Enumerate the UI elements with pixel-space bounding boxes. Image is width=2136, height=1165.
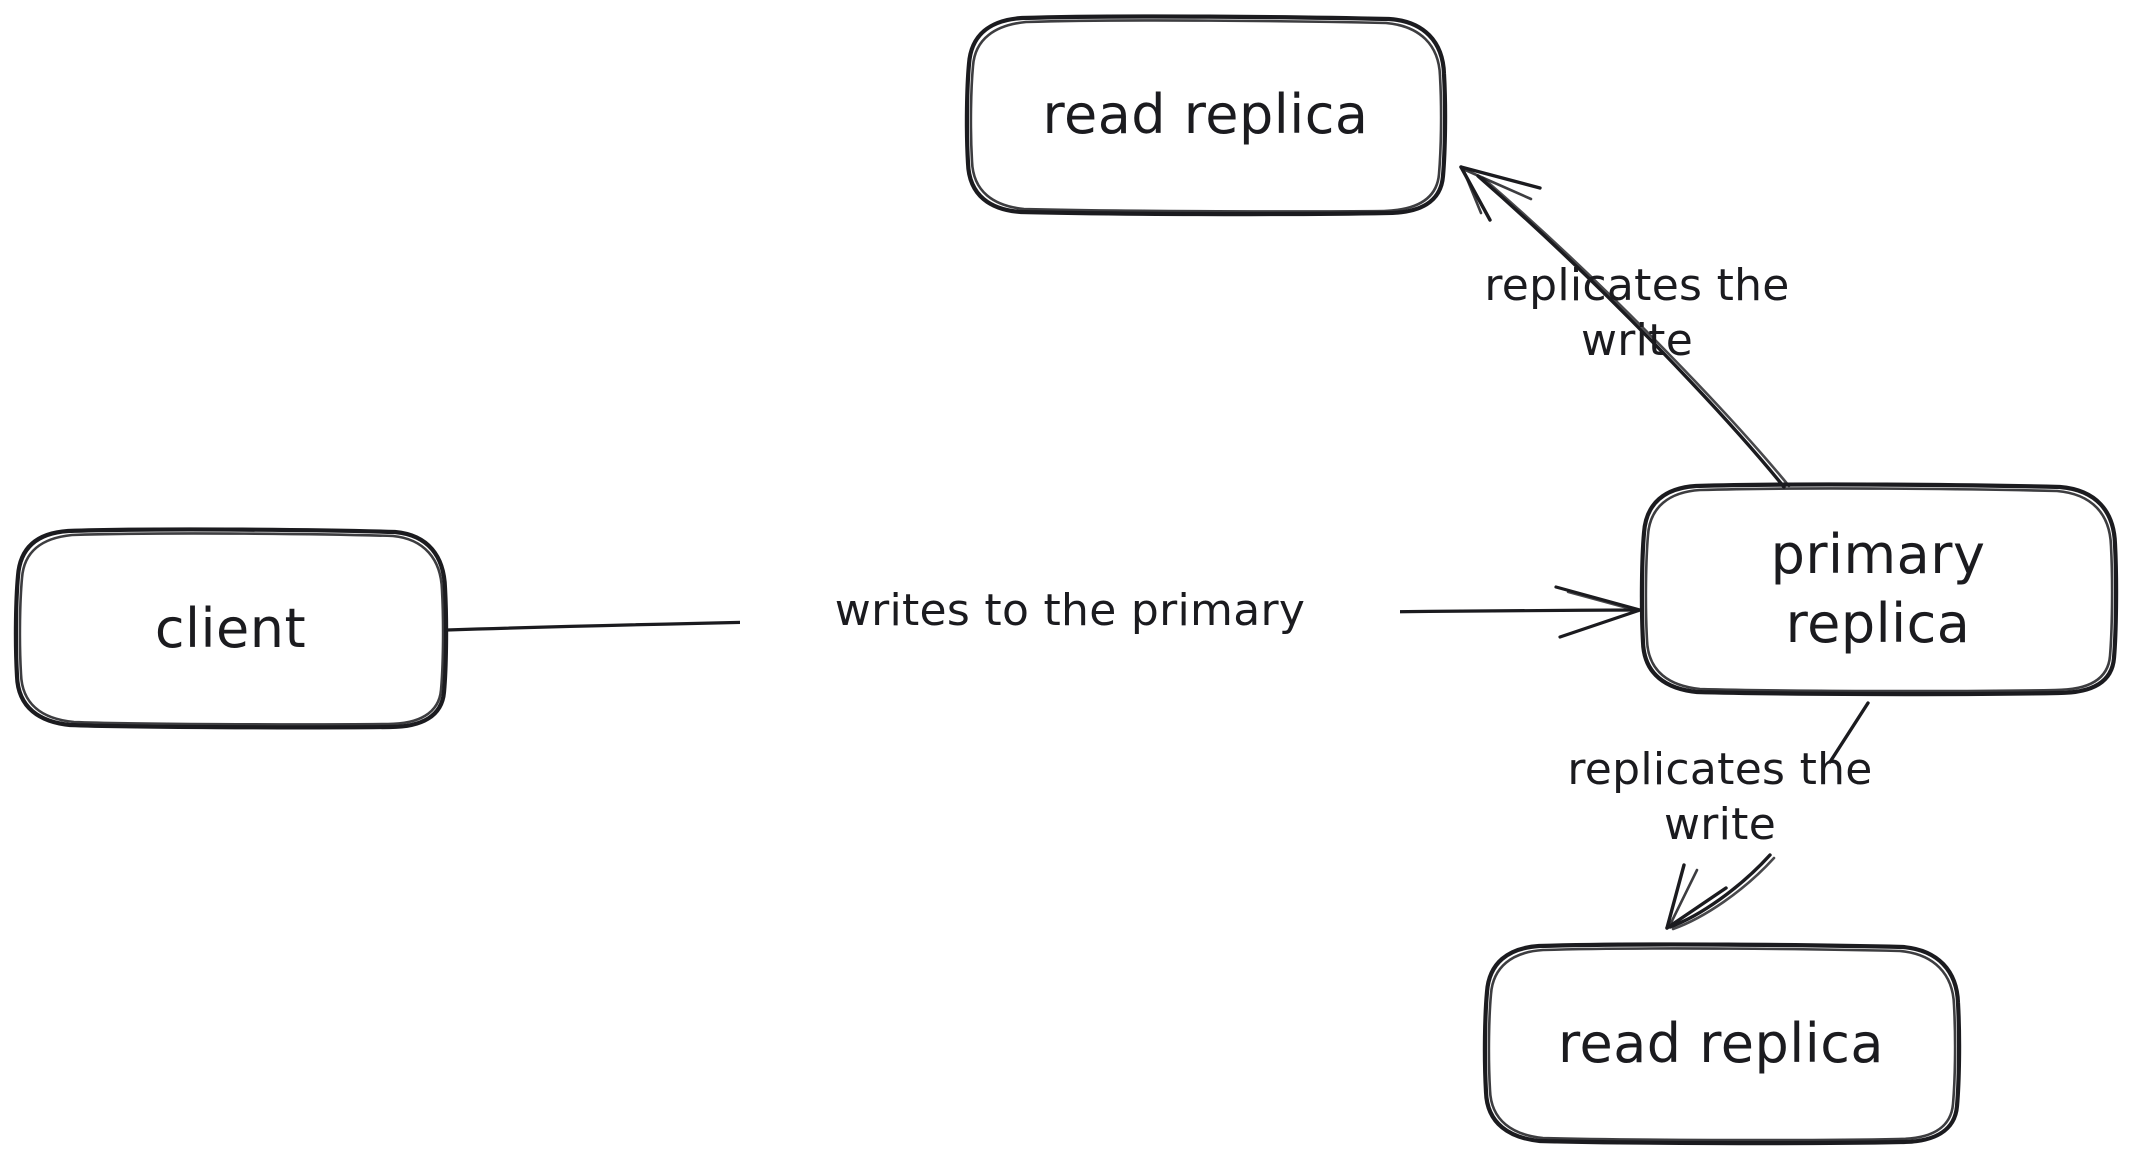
node-shape-client[interactable] [13, 527, 449, 730]
edge-client-to-primary[interactable] [445, 585, 1642, 639]
node-shape-read-replica-top[interactable] [964, 14, 1448, 217]
edge-primary-to-read-replica-bottom[interactable] [1665, 701, 1870, 931]
node-shape-read-replica-bottom[interactable] [1482, 942, 1962, 1146]
node-shape-primary-replica[interactable] [1639, 482, 2119, 697]
edge-primary-to-read-replica-top[interactable] [1459, 165, 1791, 489]
